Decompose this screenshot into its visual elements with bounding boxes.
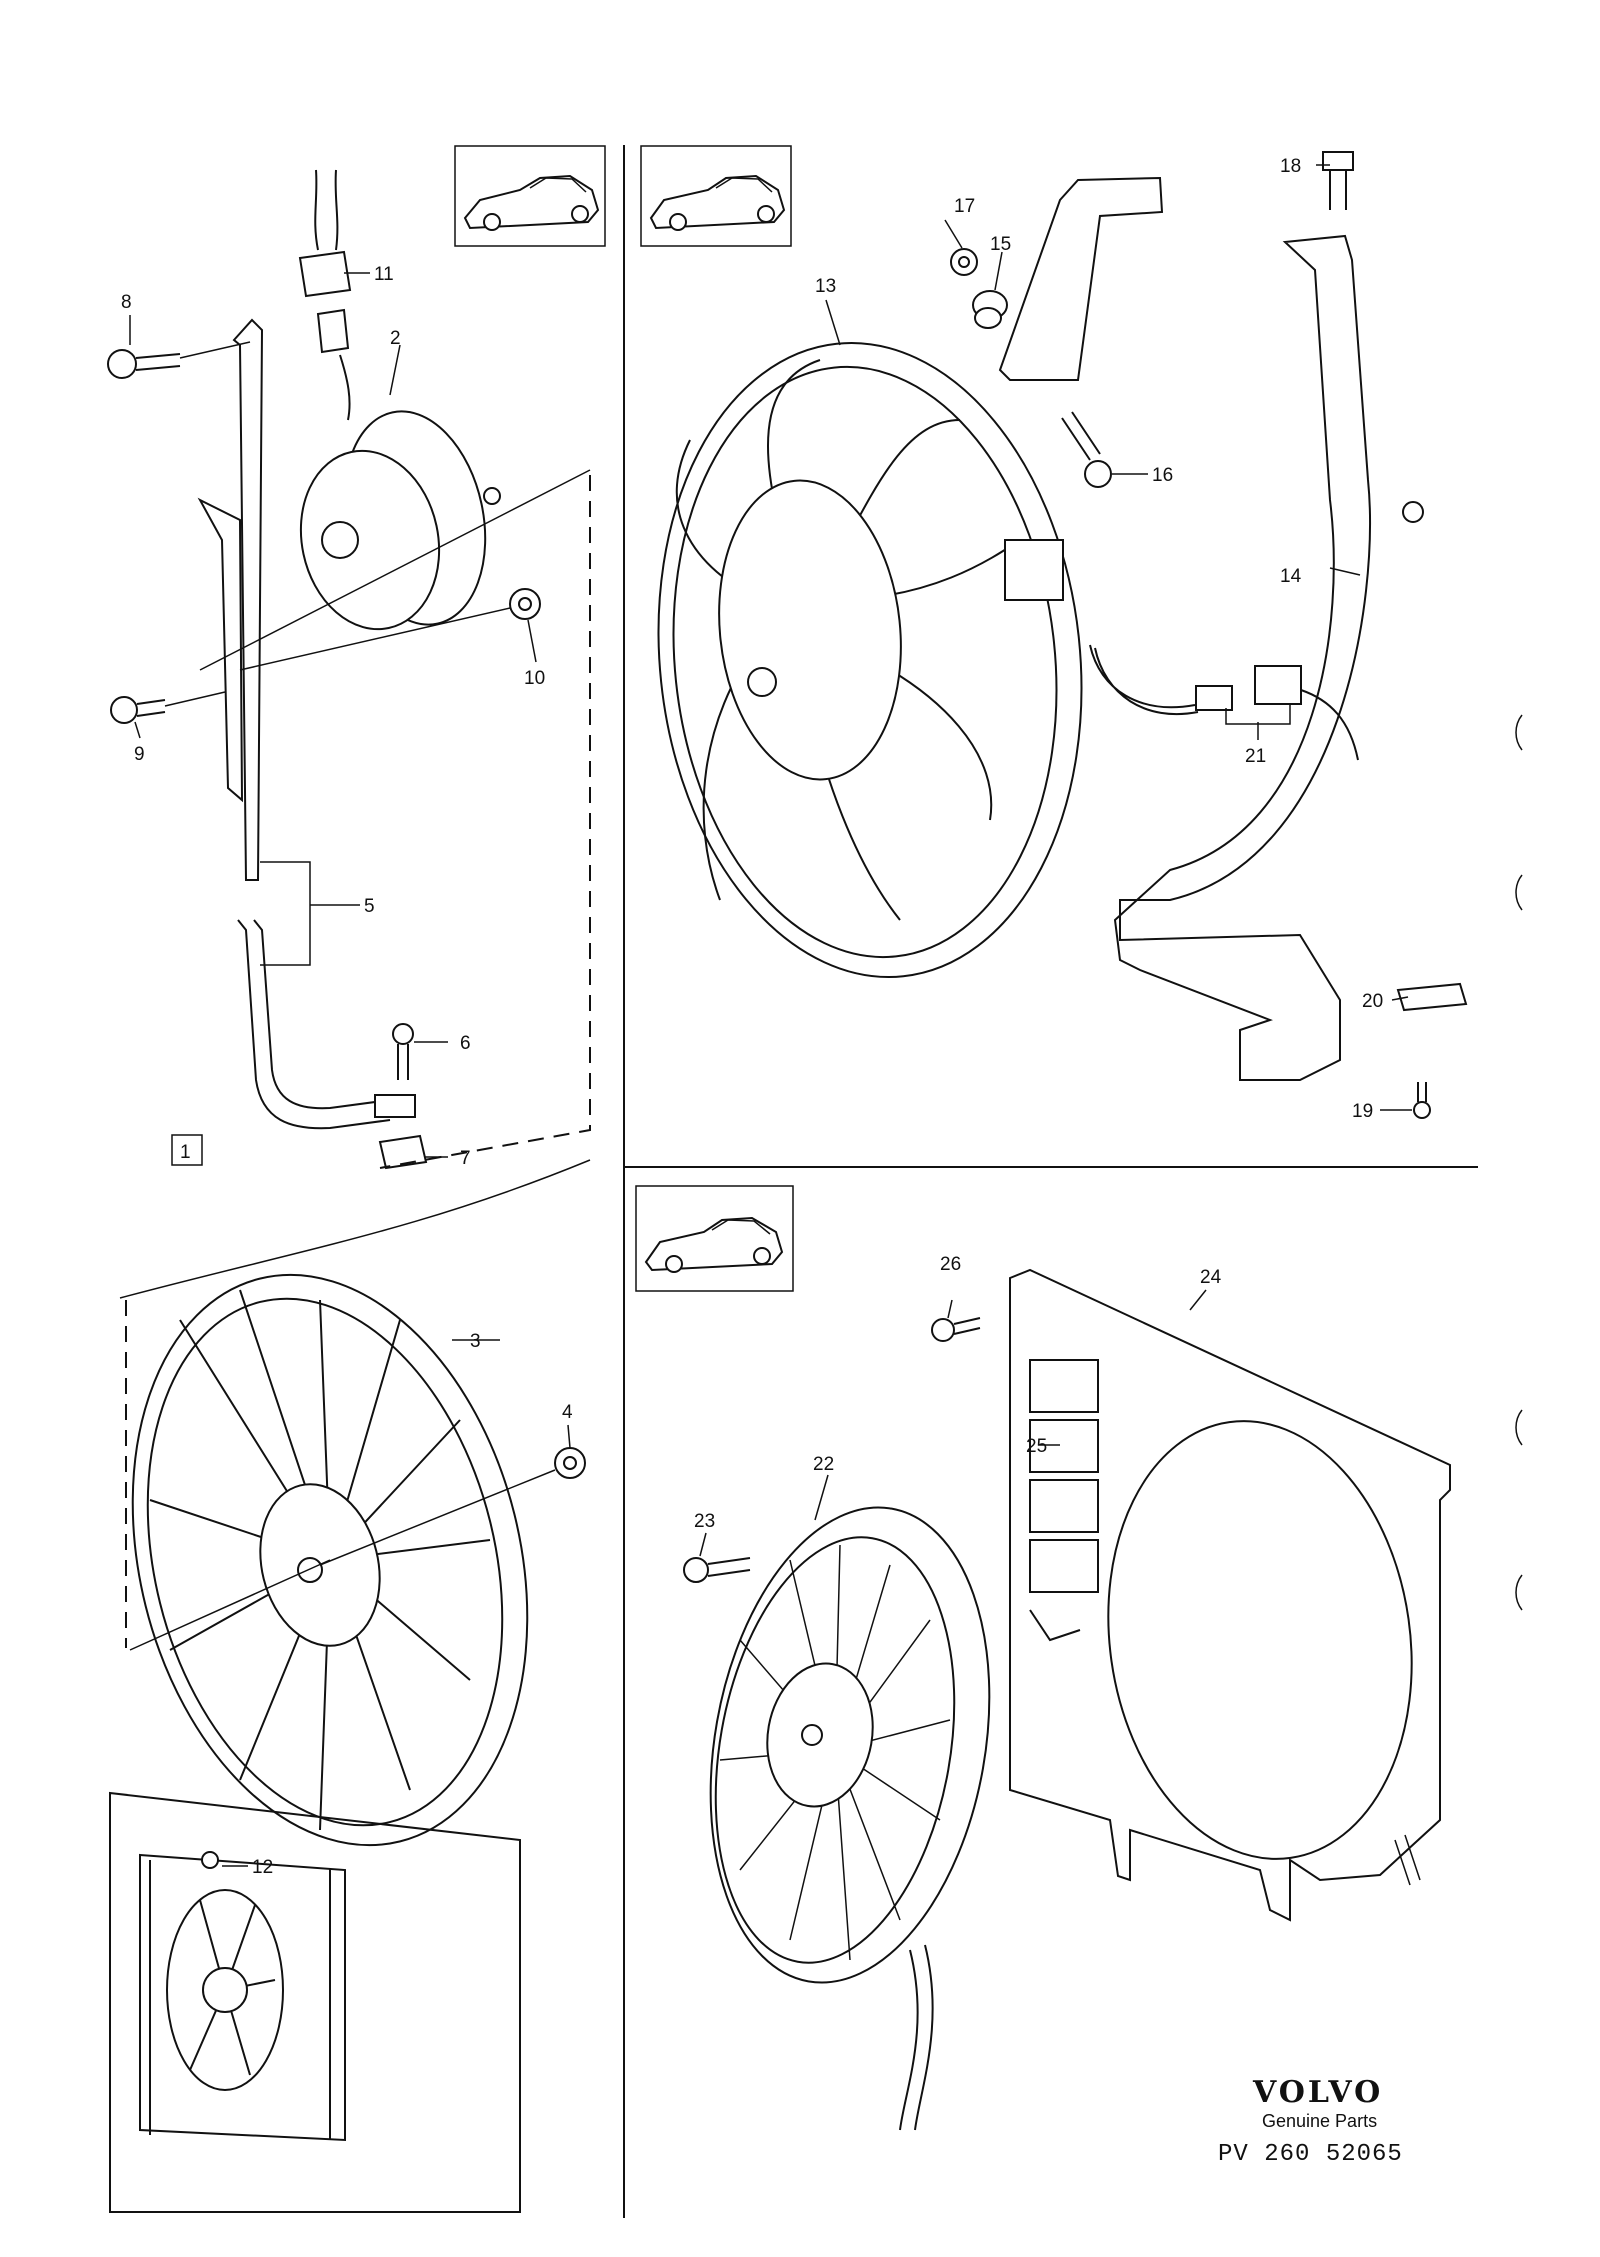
car-icon-top-right — [640, 145, 792, 247]
callout-14: 14 — [1280, 566, 1302, 587]
callout-leaders — [129, 164, 1412, 1867]
callout-23: 23 — [694, 1511, 715, 1532]
bolt-8 — [107, 341, 251, 379]
screw-19 — [1413, 1082, 1431, 1119]
callout-9: 9 — [134, 744, 145, 765]
fan-shroud-13 — [657, 341, 1083, 979]
inset-radiator-view — [109, 1791, 521, 2213]
callout-11: 11 — [374, 264, 394, 285]
callout-8: 8 — [121, 292, 132, 313]
brand-logo: VOLVO — [1252, 2075, 1383, 2110]
dashed-boundary-lower — [119, 1159, 591, 1651]
bushing-4 — [319, 1447, 586, 1566]
connector-21 — [1089, 644, 1359, 761]
clip-nut-7 — [378, 1134, 428, 1170]
box-1 — [171, 1134, 203, 1166]
callout-16: 16 — [1152, 465, 1173, 486]
dashed-boundary-upper — [199, 469, 591, 1169]
fan-motor-2 — [299, 410, 501, 631]
callout-10: 10 — [524, 668, 545, 689]
callout-6: 6 — [460, 1033, 471, 1054]
callout-24: 24 — [1200, 1267, 1222, 1288]
brand-tagline: Genuine Parts — [1262, 2111, 1377, 2131]
screw-26 — [931, 1317, 981, 1342]
callout-labels: 1 2 3 4 5 6 7 8 9 10 11 12 13 14 15 16 1… — [121, 156, 1383, 1878]
callout-20: 20 — [1362, 991, 1383, 1012]
screw-6 — [392, 1023, 414, 1080]
car-icon-top-left — [454, 145, 606, 247]
callout-22: 22 — [813, 1454, 834, 1475]
nut-17 — [950, 248, 978, 276]
brand-footer: VOLVO Genuine Parts PV 260 52065 — [1218, 2075, 1403, 2168]
callout-5: 5 — [364, 896, 375, 917]
callout-15: 15 — [990, 234, 1011, 255]
car-icon-bottom-right — [635, 1185, 794, 1292]
electric-fan-22 — [709, 1506, 991, 2131]
mount-bracket-14 — [998, 176, 1424, 1081]
bolt-9 — [110, 691, 226, 724]
bracket-5 — [197, 318, 416, 1130]
callout-19: 19 — [1352, 1101, 1373, 1122]
drawing-reference: PV 260 52065 — [1218, 2141, 1403, 2168]
callout-21: 21 — [1245, 746, 1266, 767]
fan-shroud-24 — [1009, 1268, 1451, 1922]
callout-12: 12 — [252, 1857, 273, 1878]
margin-marks — [1515, 714, 1523, 1611]
clip-20 — [1396, 982, 1468, 1012]
bolt-18 — [1322, 151, 1354, 210]
wiring-and-connector-11 — [298, 169, 352, 421]
callout-4: 4 — [562, 1402, 573, 1423]
callout-17: 17 — [954, 196, 975, 217]
bolt-23 — [683, 1557, 751, 1583]
callout-2: 2 — [390, 328, 401, 349]
callout-13: 13 — [815, 276, 836, 297]
bolt-16 — [1061, 411, 1112, 488]
callout-25: 25 — [1026, 1436, 1047, 1457]
panel-dividers — [623, 145, 1478, 2218]
callout-7: 7 — [460, 1148, 471, 1169]
grommet-15 — [972, 290, 1008, 329]
callout-26: 26 — [940, 1254, 961, 1275]
nut-10 — [239, 588, 541, 671]
callout-1: 1 — [180, 1142, 191, 1163]
callout-18: 18 — [1280, 156, 1301, 177]
callout-3: 3 — [470, 1331, 481, 1352]
